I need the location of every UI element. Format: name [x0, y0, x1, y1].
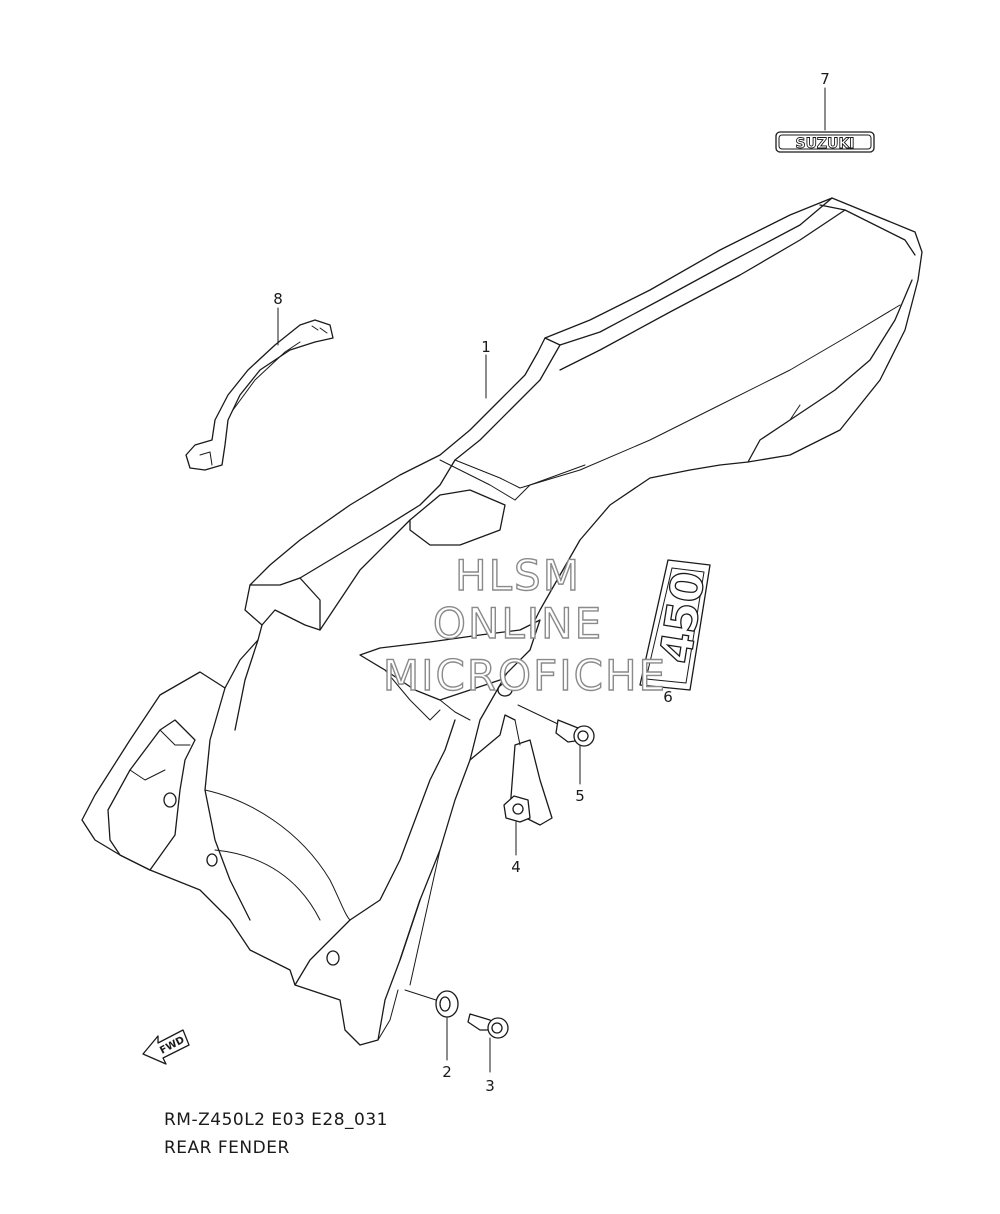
suzuki-emblem[interactable]: SUZUKI	[775, 131, 875, 153]
bolt-upper[interactable]	[517, 704, 595, 747]
callout-label: 8	[273, 290, 283, 308]
watermark-line1: HLSM	[455, 551, 581, 600]
callout-7: 7	[820, 70, 830, 131]
clip-nut[interactable]	[404, 989, 459, 1018]
callout-6: 6	[663, 688, 673, 706]
callout-label: 6	[663, 688, 673, 706]
diagram-title: REAR FENDER	[164, 1138, 290, 1158]
diagram-code: RM-Z450L2 E03 E28_031	[164, 1110, 388, 1130]
callout-8: 8	[273, 290, 283, 346]
fwd-arrow-icon: FWD	[142, 1029, 190, 1065]
nut-clip[interactable]	[503, 795, 531, 823]
callout-label: 1	[481, 338, 491, 356]
callout-5: 5	[575, 745, 585, 805]
emblem-text: SUZUKI	[795, 136, 854, 152]
callout-3: 3	[485, 1037, 495, 1095]
callout-label: 3	[485, 1077, 495, 1095]
callout-label: 5	[575, 787, 585, 805]
callout-label: 2	[442, 1063, 452, 1081]
watermark-line3: MICROFICHE	[383, 651, 667, 700]
callout-2: 2	[442, 1017, 452, 1081]
watermark-line2: ONLINE	[433, 599, 603, 648]
callout-4: 4	[511, 821, 521, 876]
callout-1: 1	[481, 338, 491, 399]
fender-bracket[interactable]	[185, 319, 334, 471]
watermark: HLSM ONLINE MICROFICHE	[382, 550, 667, 700]
bolt-lower[interactable]	[467, 1013, 509, 1039]
callout-label: 4	[511, 858, 521, 876]
callout-label: 7	[820, 70, 830, 88]
rear-fender[interactable]	[81, 197, 923, 1046]
